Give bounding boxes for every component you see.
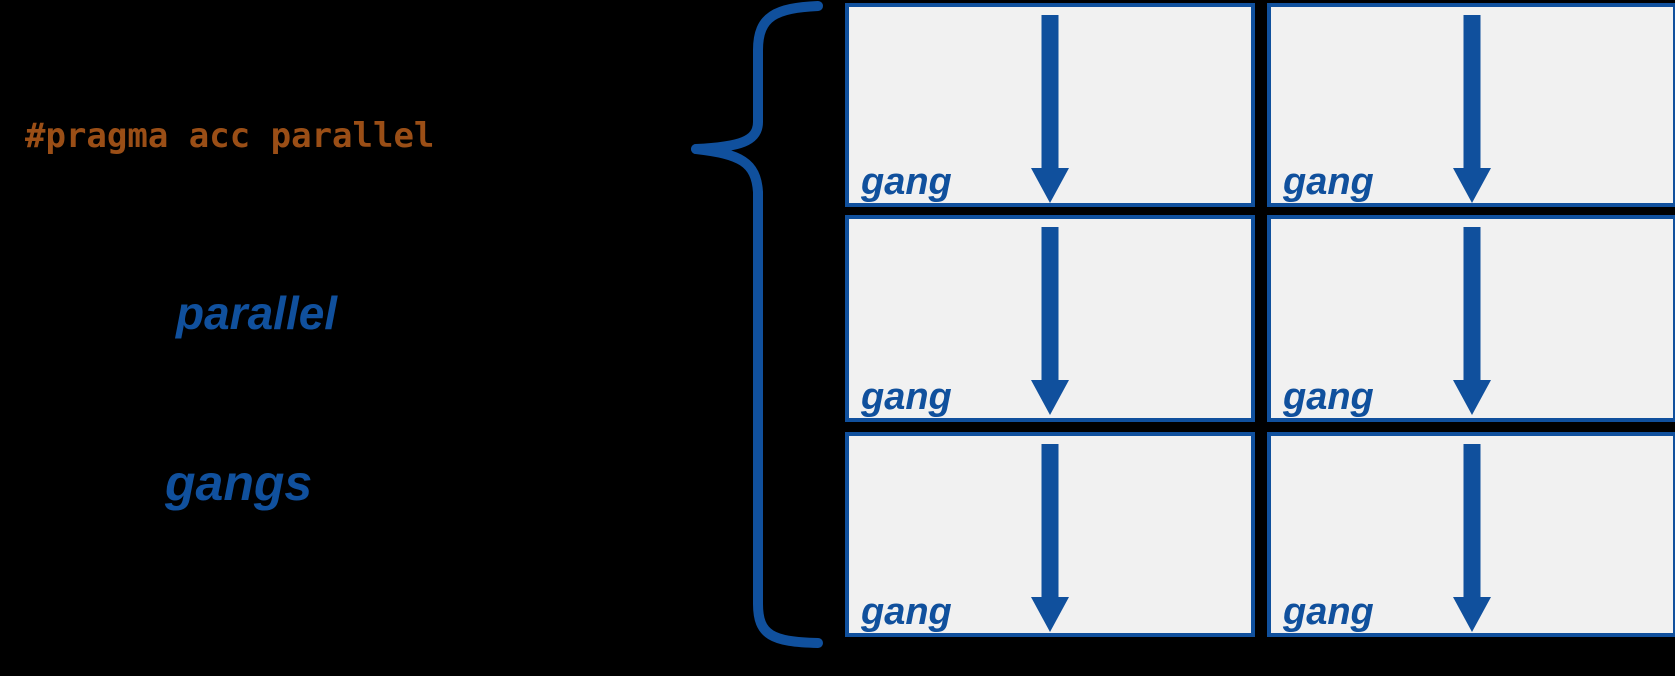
label-gangs: gangs xyxy=(165,455,313,511)
gang-label: gang xyxy=(861,591,952,633)
gang-label: gang xyxy=(1283,376,1374,418)
down-arrow-icon xyxy=(1031,15,1069,203)
pragma-code-text: #pragma acc parallel xyxy=(25,116,435,156)
gang-label: gang xyxy=(861,376,952,418)
gang-box: gang xyxy=(845,3,1255,207)
gang-box: gang xyxy=(845,215,1255,422)
down-arrow-icon xyxy=(1453,227,1491,415)
down-arrow-icon xyxy=(1031,227,1069,415)
down-arrow-icon xyxy=(1453,15,1491,203)
down-arrow-icon xyxy=(1453,444,1491,632)
gang-box: gang xyxy=(1267,432,1675,637)
gang-box: gang xyxy=(845,432,1255,637)
gang-box: gang xyxy=(1267,215,1675,422)
down-arrow-icon xyxy=(1031,444,1069,632)
gang-box: gang xyxy=(1267,3,1675,207)
gang-label: gang xyxy=(1283,591,1374,633)
gang-label: gang xyxy=(1283,161,1374,203)
label-parallel: parallel xyxy=(176,287,338,339)
curly-brace-icon xyxy=(691,1,823,648)
gang-label: gang xyxy=(861,161,952,203)
